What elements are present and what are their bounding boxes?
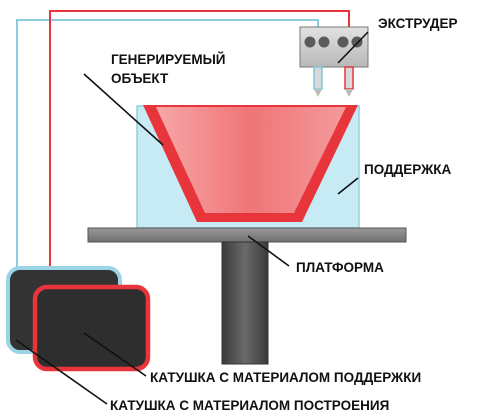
- extruder-label: ЭКСТРУДЕР: [378, 16, 458, 31]
- build-nozzle: [344, 66, 354, 90]
- extruder-gear-icon: [337, 36, 349, 48]
- build-filament-path: [49, 10, 350, 288]
- object-label-line2: ОБЪЕКТ: [111, 71, 169, 86]
- support-nozzle: [313, 66, 323, 90]
- platform-post: [221, 241, 269, 365]
- support-leader: [337, 177, 359, 195]
- support-spool-label: КАТУШКА С МАТЕРИАЛОМ ПОДДЕРЖКИ: [150, 370, 421, 385]
- generated-object-inner: [156, 107, 346, 213]
- build-spool-label: КАТУШКА С МАТЕРИАЛОМ ПОСТРОЕНИЯ: [110, 398, 389, 413]
- build-spool-leader: [15, 339, 108, 405]
- build-material-spool: [32, 284, 151, 372]
- support-spool-leader: [83, 332, 147, 377]
- object-label-line1: ГЕНЕРИРУЕМЫЙ: [111, 52, 226, 67]
- extruder-leader: [337, 31, 369, 64]
- build-nozzle-tip: [345, 89, 353, 97]
- platform-label: ПЛАТФОРМА: [296, 260, 384, 275]
- platform: [87, 227, 407, 243]
- platform-leader: [247, 235, 290, 267]
- extruder: [299, 26, 369, 97]
- extruder-gear-icon: [318, 36, 330, 48]
- support-nozzle-tip: [314, 89, 322, 97]
- object-leader: [83, 73, 164, 146]
- extruder-gear-icon: [304, 36, 316, 48]
- support-label: ПОДДЕРЖКА: [364, 162, 452, 177]
- extruder-gear-icon: [351, 36, 363, 48]
